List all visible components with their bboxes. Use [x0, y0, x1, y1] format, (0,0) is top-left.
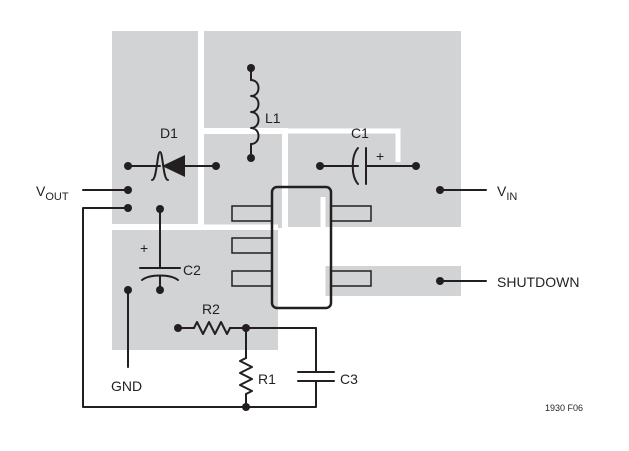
ic-pin-left-1 [231, 205, 273, 222]
label-r1: R1 [258, 371, 276, 387]
label-d1: D1 [160, 125, 178, 141]
inductor-l1 [247, 64, 260, 162]
terminal-leads [82, 186, 487, 408]
copper-top-pad [204, 31, 461, 128]
copper-right-pad [288, 128, 461, 227]
label-vout: VOUT [36, 183, 69, 203]
label-vout-sub: OUT [45, 191, 69, 203]
resistor-r1 [239, 327, 253, 411]
label-l1: L1 [265, 110, 281, 126]
ic-pin-right-1 [330, 205, 372, 222]
figure-id: 1930 F06 [545, 403, 583, 413]
label-c2: C2 [183, 262, 201, 278]
label-gnd: GND [111, 378, 142, 394]
ic-pin-left-2 [231, 237, 273, 254]
label-vout-main: V [36, 183, 46, 199]
label-c3: C3 [340, 371, 358, 387]
diode-triangle [162, 155, 185, 177]
ic-pin-right-2 [330, 270, 372, 287]
label-vin-main: V [497, 183, 507, 199]
ic-package [231, 185, 372, 310]
component-labels: D1 L1 C1 + VOUT VIN C2 + SHUTDOWN R2 R1 … [36, 110, 583, 413]
label-vin-sub: IN [506, 191, 517, 203]
label-r2: R2 [202, 301, 220, 317]
feedback-return-trace [82, 207, 317, 408]
ic-body [270, 185, 333, 310]
label-shutdown: SHUTDOWN [497, 274, 579, 290]
capacitor-c2 [139, 205, 181, 294]
copper-regions [112, 31, 461, 350]
resistor-r2 [174, 321, 317, 335]
label-c1: C1 [351, 125, 369, 141]
label-c2-plus: + [140, 240, 148, 256]
copper-left-pad [112, 31, 198, 224]
diode-d1 [124, 151, 220, 181]
capacitor-c1 [316, 147, 420, 185]
clearance-lines [112, 31, 401, 296]
copper-clearances [112, 31, 401, 296]
label-c1-plus: + [376, 148, 384, 164]
ic-pin-left-3 [231, 270, 273, 287]
label-vin: VIN [497, 183, 517, 203]
capacitor-c3 [297, 327, 335, 388]
